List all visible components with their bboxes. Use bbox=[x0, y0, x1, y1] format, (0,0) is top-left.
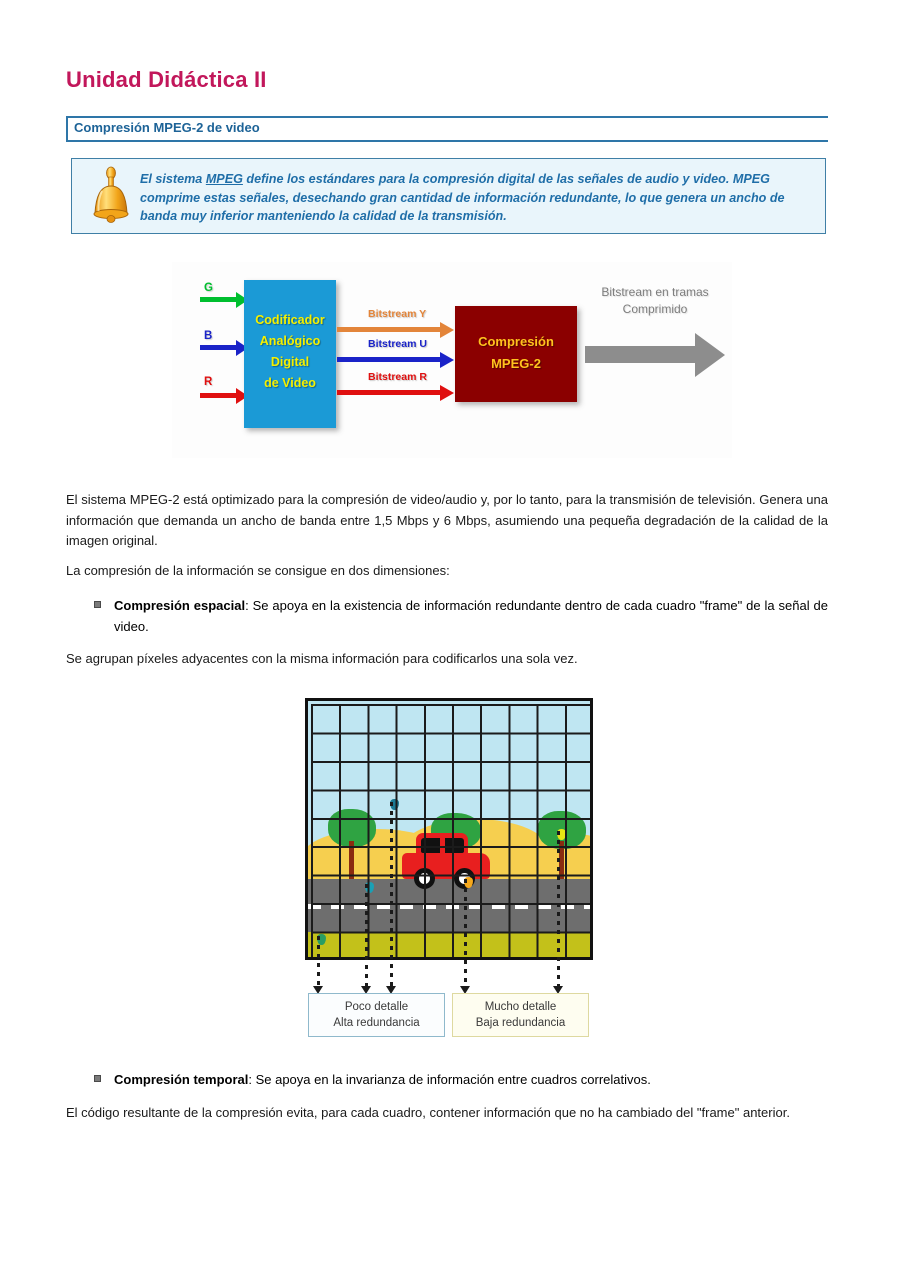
input-arrow-r-line bbox=[200, 393, 236, 398]
scene-image bbox=[305, 698, 593, 960]
mpeg-compression-box: Compresión MPEG-2 bbox=[455, 306, 577, 402]
trace-line-1 bbox=[317, 936, 320, 988]
bullet-1-bold: Compresión espacial bbox=[114, 598, 246, 613]
mpeg-link[interactable]: MPEG bbox=[205, 172, 243, 186]
label-left-line2: Alta redundancia bbox=[333, 1017, 420, 1029]
bitstream-arrow-r-head bbox=[440, 384, 454, 401]
header-rule-top bbox=[66, 116, 828, 118]
output-arrow-body bbox=[585, 346, 695, 363]
trace-arrow-4 bbox=[460, 986, 470, 994]
input-arrow-g-line bbox=[200, 297, 236, 302]
encoder-line-2: Analógico bbox=[259, 334, 321, 348]
header-rule-bottom bbox=[66, 140, 828, 142]
bullet-2-bold: Compresión temporal bbox=[114, 1072, 249, 1087]
trace-line-4 bbox=[464, 879, 467, 988]
label-box-high-detail: Mucho detalle Baja redundancia bbox=[452, 993, 589, 1037]
trace-arrow-1 bbox=[313, 986, 323, 994]
bullet-marker-1 bbox=[94, 601, 101, 608]
trace-arrow-5 bbox=[553, 986, 563, 994]
trace-line-2 bbox=[365, 884, 368, 988]
label-box-low-detail: Poco detalle Alta redundancia bbox=[308, 993, 445, 1037]
info-callout: El sistema MPEG define los estándares pa… bbox=[71, 158, 826, 234]
encoder-line-1: Codificador bbox=[255, 313, 325, 327]
callout-text: El sistema MPEG define los estándares pa… bbox=[140, 170, 815, 226]
encoder-box: Codificador Analógico Digital de Video bbox=[244, 280, 336, 428]
mpeg-line-2: MPEG-2 bbox=[491, 356, 541, 371]
bitstream-arrow-r-line bbox=[337, 390, 442, 395]
input-label-b: B bbox=[204, 330, 213, 342]
trace-line-3 bbox=[390, 802, 393, 988]
trace-arrow-2 bbox=[361, 986, 371, 994]
paragraph-4: El código resultante de la compresión ev… bbox=[66, 1105, 790, 1120]
output-label-line1: Bitstream en tramas bbox=[601, 285, 709, 299]
header-rule-tick bbox=[66, 118, 68, 140]
mpeg-block-diagram: G B R Codificador Analógico Digital de V… bbox=[172, 262, 732, 458]
output-label-line2: Comprimido bbox=[622, 302, 688, 316]
bullet-1-rest: : Se apoya en la existencia de informaci… bbox=[114, 598, 828, 634]
output-label: Bitstream en tramas Comprimido bbox=[570, 284, 740, 318]
bullet-item-spatial: Compresión espacial: Se apoya en la exis… bbox=[114, 596, 828, 637]
label-right-line2: Baja redundancia bbox=[475, 1017, 566, 1029]
bitstream-label-r: Bitstream R bbox=[368, 371, 427, 383]
bitstream-arrow-y-head bbox=[440, 321, 454, 338]
input-label-g: G bbox=[204, 282, 213, 294]
bitstream-arrow-u-head bbox=[440, 351, 454, 368]
bullet-marker-2 bbox=[94, 1075, 101, 1082]
pixel-grid-figure bbox=[305, 698, 593, 994]
paragraph-3: Se agrupan píxeles adyacentes con la mis… bbox=[66, 651, 578, 666]
paragraph-2: La compresión de la información se consi… bbox=[66, 563, 450, 578]
page-title: Unidad Didáctica II bbox=[66, 67, 267, 92]
output-arrow-head bbox=[695, 333, 725, 377]
callout-text-part2: define los estándares para la compresión… bbox=[140, 172, 785, 223]
input-label-r: R bbox=[204, 376, 213, 388]
bitstream-label-y: Bitstream Y bbox=[368, 308, 427, 320]
bitstream-arrow-y-line bbox=[337, 327, 442, 332]
bitstream-arrow-u-line bbox=[337, 357, 442, 362]
trace-line-5 bbox=[557, 831, 560, 988]
encoder-line-4: de Video bbox=[264, 376, 316, 390]
label-left-line1: Poco detalle bbox=[344, 1001, 409, 1013]
paragraph-1: El sistema MPEG-2 está optimizado para l… bbox=[66, 492, 828, 548]
mpeg-line-1: Compresión bbox=[478, 334, 554, 349]
label-right-line1: Mucho detalle bbox=[484, 1001, 557, 1013]
input-arrow-b-line bbox=[200, 345, 236, 350]
bitstream-label-u: Bitstream U bbox=[368, 338, 427, 350]
callout-text-part1: El sistema bbox=[140, 172, 206, 186]
pixel-grid-overlay bbox=[311, 704, 590, 957]
bullet-2-rest: : Se apoya en la invarianza de informaci… bbox=[248, 1072, 651, 1087]
bell-icon bbox=[88, 165, 134, 229]
section-title: Compresión MPEG-2 de video bbox=[74, 120, 260, 135]
bullet-item-temporal: Compresión temporal: Se apoya en la inva… bbox=[114, 1070, 828, 1091]
trace-arrow-3 bbox=[386, 986, 396, 994]
encoder-line-3: Digital bbox=[270, 355, 310, 369]
